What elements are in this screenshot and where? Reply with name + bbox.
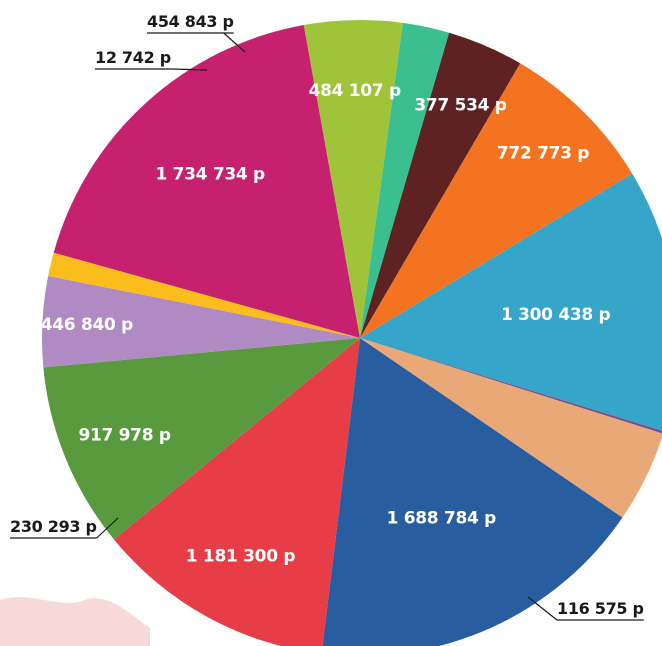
background-splash	[0, 597, 150, 646]
pie-slice-3	[41, 276, 360, 368]
pie-label-5: 1 734 734 р	[155, 164, 265, 184]
pie-label-1: 1 181 300 р	[186, 546, 296, 566]
pie-slice-10	[360, 173, 662, 431]
pie-slices	[41, 19, 662, 646]
pie-label-external-12: 454 843 р	[147, 12, 234, 31]
pie-label-leader-4	[527, 596, 558, 621]
pie-label-external-7: 230 293 р	[10, 517, 97, 536]
pie-label-leader-12	[223, 32, 246, 53]
pie-slice-4	[48, 252, 360, 338]
pie-slice-8	[360, 32, 521, 338]
pie-label-8: 377 534 р	[414, 95, 506, 115]
pie-labels: 1 688 784 р 1 181 300 р 917 978 р 446 840 р…	[10, 12, 644, 621]
pie-label-external-4: 116 575 р	[557, 599, 644, 618]
pie-slice-1	[113, 338, 360, 646]
pie-label-2: 917 978 р	[78, 426, 170, 446]
pie-label-6: 484 107 р	[309, 81, 401, 101]
pie-slice-6	[303, 19, 403, 338]
pie-slice-0	[322, 338, 623, 646]
pie-label-10: 1 300 438 р	[501, 305, 611, 325]
pie-label-external-11: 12 742 р	[95, 48, 171, 67]
pie-label-9: 772 773 р	[497, 143, 589, 163]
pie-slice-11	[360, 338, 662, 434]
pie-slice-12	[360, 338, 662, 518]
pie-label-leader-7	[96, 517, 119, 539]
pie-slice-2	[43, 338, 361, 540]
pie-slice-7	[360, 22, 450, 339]
pie-slice-9	[360, 63, 633, 339]
pie-label-leader-11	[170, 68, 208, 71]
background-splash-shape	[0, 597, 150, 646]
pie-label-0: 1 688 784 р	[387, 509, 497, 529]
pie-slice-5	[53, 25, 360, 338]
pie-label-3: 446 840 р	[41, 315, 133, 335]
